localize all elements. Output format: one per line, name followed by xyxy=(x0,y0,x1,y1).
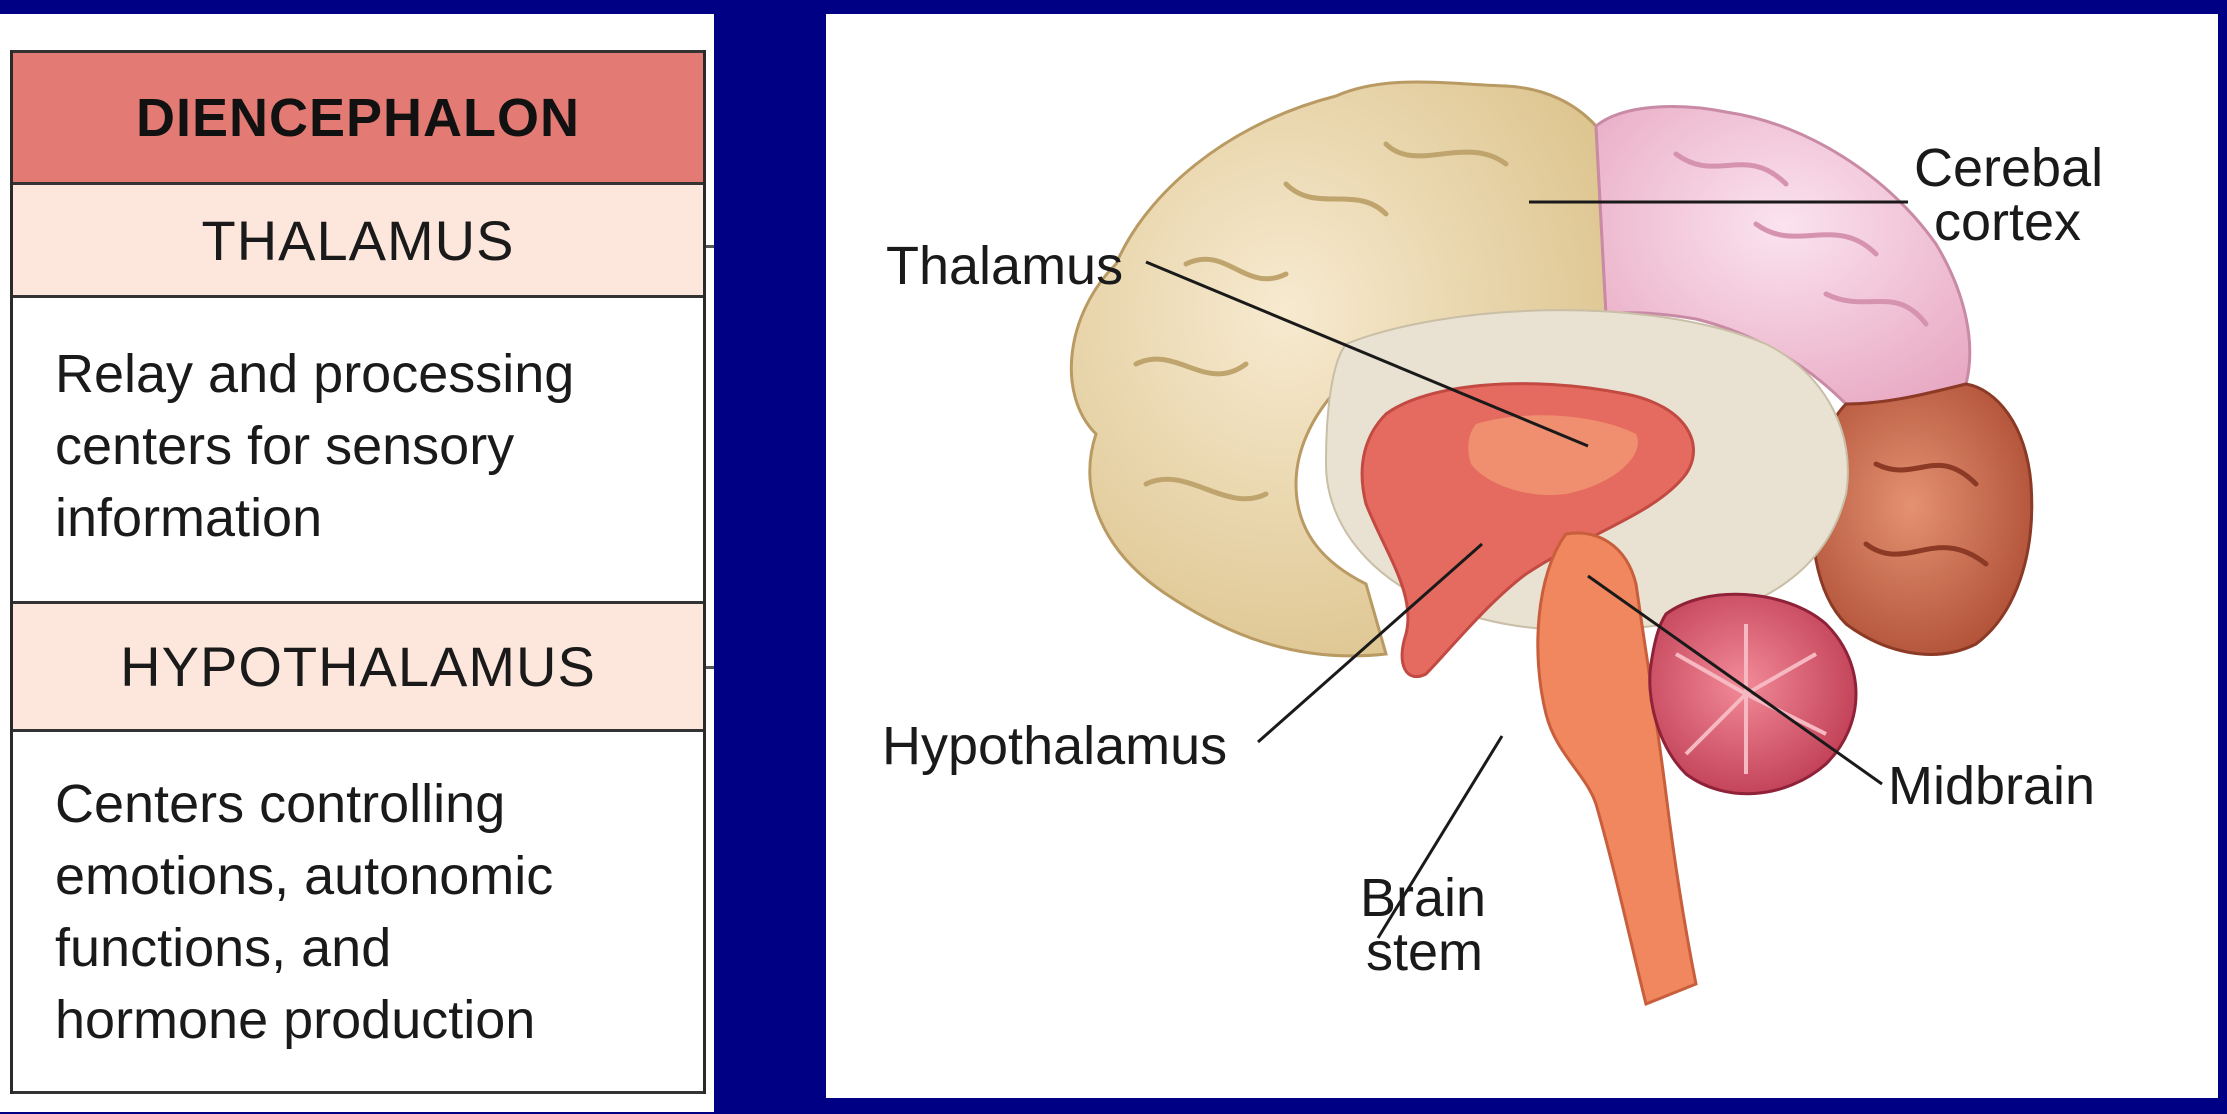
description-line: Centers controlling xyxy=(55,774,506,834)
midbrain-leader xyxy=(1587,574,1883,786)
table-header: DIENCEPHALON xyxy=(13,50,703,182)
label-hypothalamus: Hypothalamus xyxy=(882,716,1227,776)
occipital-lobe xyxy=(1810,382,2034,656)
diencephalon-table-panel: DIENCEPHALON THALAMUS Relay and processi… xyxy=(0,14,714,1112)
brain-stem xyxy=(1536,531,1698,1007)
thalamus-leader xyxy=(1145,260,1589,448)
label-cerebral-cortex-line2: cortex xyxy=(1934,192,2081,252)
thalamus-title: THALAMUS xyxy=(13,182,703,295)
diencephalon-table: DIENCEPHALON THALAMUS Relay and processi… xyxy=(10,50,706,1094)
hypothalamus-description: Centers controlling emotions, autonomic … xyxy=(13,729,703,1094)
brain-diagram-panel: Thalamus Cerebal cortex Hypothalamus Mid… xyxy=(826,14,2218,1098)
label-cerebral-cortex: Cerebal xyxy=(1914,138,2103,198)
cerebellum-folia xyxy=(1675,624,1827,774)
thalamus-highlight xyxy=(1468,415,1638,495)
hypothalamus-connector-tick xyxy=(706,666,714,669)
description-line: Relay and processing xyxy=(55,344,575,404)
parietal-lobe xyxy=(1594,105,1972,406)
label-brain-stem-line2: stem xyxy=(1366,922,1483,982)
hypothalamus-title: HYPOTHALAMUS xyxy=(13,601,703,729)
description-line: hormone production xyxy=(55,990,536,1050)
leader-lines xyxy=(1145,200,1908,939)
hypothalamus-leader xyxy=(1257,542,1483,744)
description-line: emotions, autonomic xyxy=(55,846,554,906)
thalamus-description: Relay and processing centers for sensory… xyxy=(13,295,703,601)
thalamus-connector-tick xyxy=(706,245,714,248)
gyri-lines xyxy=(1133,141,1989,567)
brain-sagittal-illustration: Thalamus Cerebal cortex Hypothalamus Mid… xyxy=(882,80,2103,1007)
label-thalamus: Thalamus xyxy=(886,236,1123,296)
description-line: functions, and xyxy=(55,918,392,978)
description-line: centers for sensory xyxy=(55,416,515,476)
description-line: information xyxy=(55,488,323,548)
label-midbrain: Midbrain xyxy=(1888,756,2095,816)
brain-stem-leader xyxy=(1376,735,1504,939)
label-brain-stem: Brain xyxy=(1360,868,1486,928)
